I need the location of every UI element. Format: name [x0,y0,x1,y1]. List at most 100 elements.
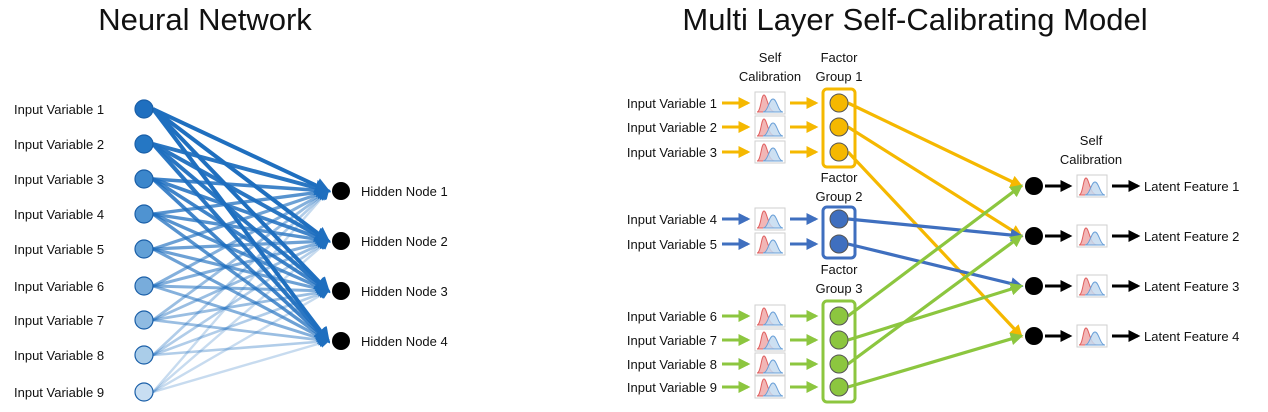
factor-group-label: Group 1 [816,69,863,84]
model-input-label: Input Variable 2 [627,120,717,135]
nn-edge [152,189,331,288]
factor-group-label: Factor [821,170,859,185]
nn-input-node [134,276,154,296]
group-to-latent-edge [847,234,1024,366]
nn-edge [152,318,331,346]
nn-input-label: Input Variable 1 [14,102,104,117]
latent-feature-label: Latent Feature 4 [1144,329,1239,344]
factor-group-node [829,117,849,137]
distribution-icon [1076,324,1108,348]
nn-edge [151,177,331,343]
nn-edge [152,235,331,251]
self-calibration-label: Self [1080,133,1103,148]
nn-edge [151,107,331,243]
distribution-icon [754,304,786,328]
nn-input-label: Input Variable 9 [14,385,104,400]
model-input-label: Input Variable 6 [627,309,717,324]
group-to-latent-edge [847,332,1024,389]
nn-edge [152,212,331,343]
nn-edge [151,142,331,344]
model-edges [722,97,1141,393]
nn-hidden-node [332,332,350,350]
factor-group-node [829,354,849,374]
nn-edge [152,142,332,196]
model-input-label: Input Variable 3 [627,145,717,160]
distribution-icon [754,140,786,164]
distribution-icon [754,91,786,115]
nn-edge [152,107,331,193]
right-title: Multi Layer Self-Calibrating Model [682,2,1147,37]
nn-edge [152,212,331,293]
factor-group-node [829,306,849,326]
nn-edge [152,189,330,393]
distribution-icon [754,328,786,352]
nn-input-node [134,310,154,330]
nn-nodes: Input Variable 1 Input Variable 2 Input Va… [14,99,448,402]
nn-input-node [134,204,154,224]
latent-feature-label: Latent Feature 1 [1144,179,1239,194]
distribution-icon [754,207,786,231]
factor-group-box [821,87,857,169]
distribution-icon [1076,174,1108,198]
latent-feature-label: Latent Feature 2 [1144,229,1239,244]
nn-input-node [134,169,154,189]
nn-edge [152,239,331,322]
latent-feature-label: Latent Feature 3 [1144,279,1239,294]
nn-input-label: Input Variable 7 [14,313,104,328]
model-input-label: Input Variable 1 [627,96,717,111]
group-to-latent-edge [847,101,1024,188]
nn-edge [152,212,331,247]
left-title: Neural Network [98,2,312,37]
nn-edge [151,107,330,344]
latent-node [1025,227,1043,245]
nn-edge [152,177,331,244]
factor-group-box [821,299,857,404]
nn-edge [151,142,331,294]
distribution-icon [754,352,786,376]
group-to-latent-edge [846,150,1023,338]
nn-input-label: Input Variable 4 [14,207,104,222]
nn-hidden-label: Hidden Node 3 [361,284,448,299]
nn-edge [152,284,331,297]
nn-edge [152,177,331,198]
nn-input-label: Input Variable 5 [14,242,104,257]
model-input-label: Input Variable 4 [627,212,717,227]
self-calibration-label: Self [759,50,782,65]
latent-node [1025,277,1043,295]
distribution-icon [754,375,786,399]
distribution-icon [1076,224,1108,248]
factor-group-node [829,234,849,254]
factor-group-label: Group 3 [816,281,863,296]
nn-input-node [134,382,154,402]
nn-edge [151,107,331,294]
factor-group-node [829,209,849,229]
factor-group-label: Factor [821,262,859,277]
nn-hidden-label: Hidden Node 2 [361,234,448,249]
factor-group-label: Factor [821,50,859,65]
model-input-label: Input Variable 7 [627,333,717,348]
nn-edge [152,247,331,295]
nn-edge [152,189,330,356]
nn-edge [152,338,330,394]
nn-input-label: Input Variable 2 [14,137,104,152]
nn-input-label: Input Variable 6 [14,279,104,294]
factor-group-node [829,93,849,113]
nn-input-label: Input Variable 8 [14,348,104,363]
nn-edge [152,247,331,343]
nn-edge [152,142,331,243]
factor-group-node [829,377,849,397]
distribution-icon [1076,274,1108,298]
group-to-latent-edge [847,184,1024,318]
factor-group-node [829,330,849,350]
nn-edge [152,284,331,344]
group-to-latent-edge [847,217,1024,242]
nn-edge [152,336,331,357]
nn-edges [151,107,332,394]
nn-hidden-node [332,282,350,300]
nn-edge [152,289,330,394]
nn-edge [152,189,330,322]
distribution-icon [754,115,786,139]
nn-input-node [134,134,154,154]
nn-edge [152,239,330,393]
